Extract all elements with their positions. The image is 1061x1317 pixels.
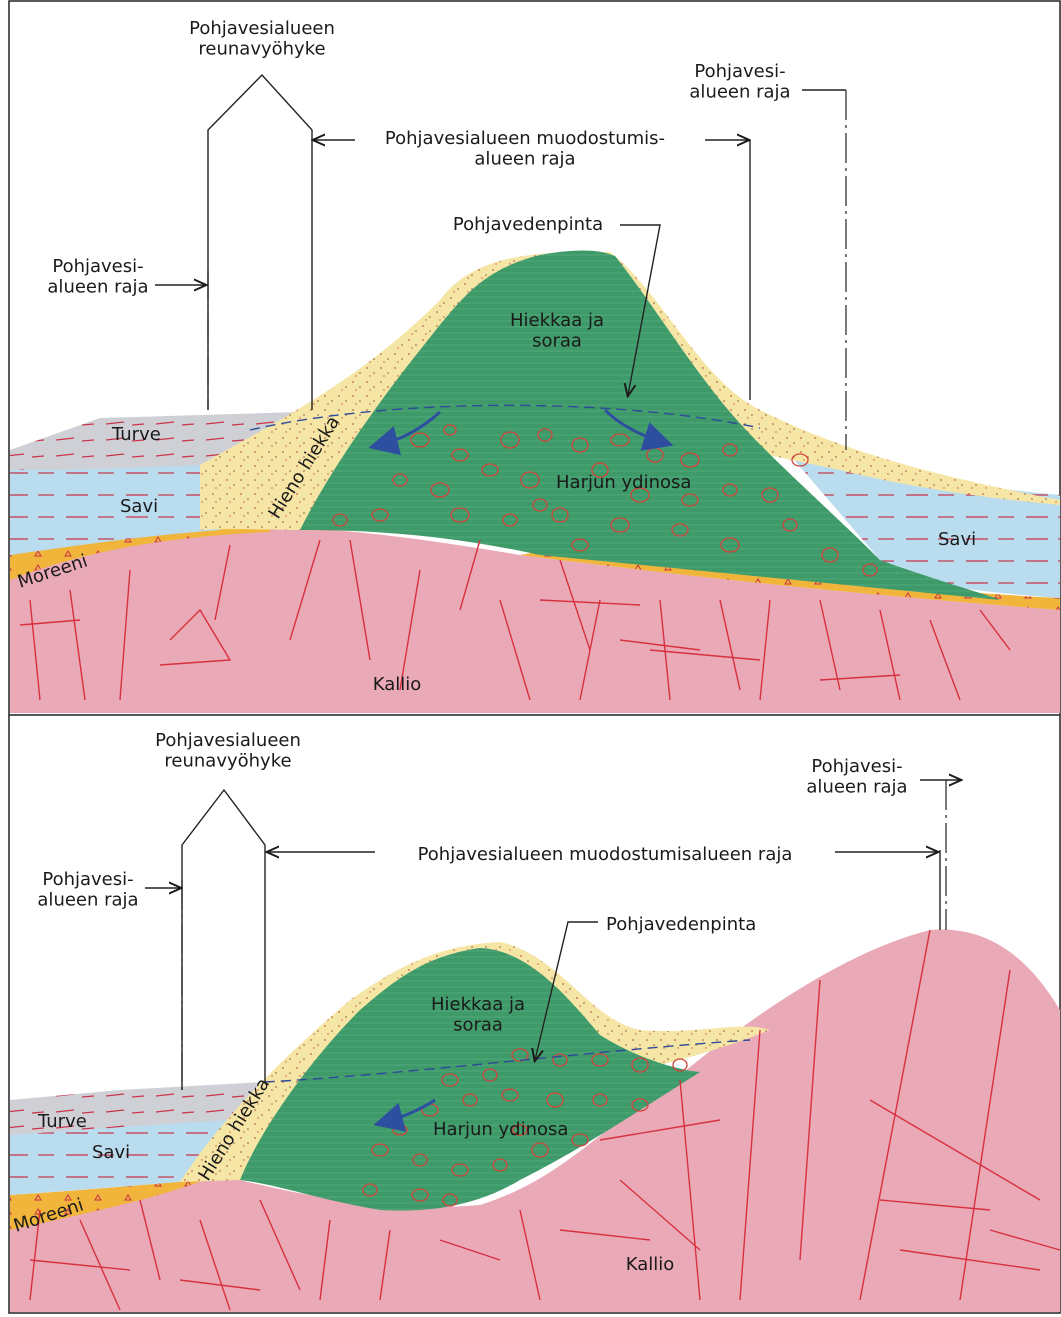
top-label-area-border-right: Pohjavesi-alueen raja	[689, 61, 790, 103]
top-label-margin-zone: Pohjavesialueenreunavyöhyke	[189, 18, 335, 60]
bottom-label-peat: Turve	[37, 1111, 87, 1132]
top-label-peat: Turve	[111, 424, 161, 445]
top-label-clay-right: Savi	[938, 529, 976, 550]
bottom-cross-section: Pohjavesialueenreunavyöhyke Pohjavesi-al…	[10, 730, 1060, 1312]
top-label-formation-border: Pohjavesialueen muodostumis-alueen raja	[385, 128, 665, 170]
bottom-label-formation-border: Pohjavesialueen muodostumisalueen raja	[418, 844, 793, 865]
top-label-area-border-left: Pohjavesi-alueen raja	[47, 256, 148, 298]
bottom-label-area-border-right: Pohjavesi-alueen raja	[806, 756, 907, 798]
top-label-water-table: Pohjavedenpinta	[453, 214, 603, 235]
top-label-clay-left: Savi	[120, 496, 158, 517]
bottom-label-area-border-left: Pohjavesi-alueen raja	[37, 869, 138, 911]
bottom-label-bedrock: Kallio	[626, 1254, 675, 1275]
bottom-margin-zone-bracket	[182, 790, 265, 1090]
bottom-label-clay: Savi	[92, 1142, 130, 1163]
top-margin-zone-bracket	[208, 75, 312, 410]
bottom-label-water-table: Pohjavedenpinta	[606, 914, 756, 935]
bottom-label-esker-core: Harjun ydinosa	[433, 1119, 568, 1140]
top-cross-section: Pohjavesialueenreunavyöhyke Pohjavesi-al…	[10, 18, 1060, 713]
bottom-label-margin-zone: Pohjavesialueenreunavyöhyke	[155, 730, 301, 772]
top-label-bedrock: Kallio	[373, 674, 422, 695]
top-label-esker-core: Harjun ydinosa	[556, 472, 691, 493]
